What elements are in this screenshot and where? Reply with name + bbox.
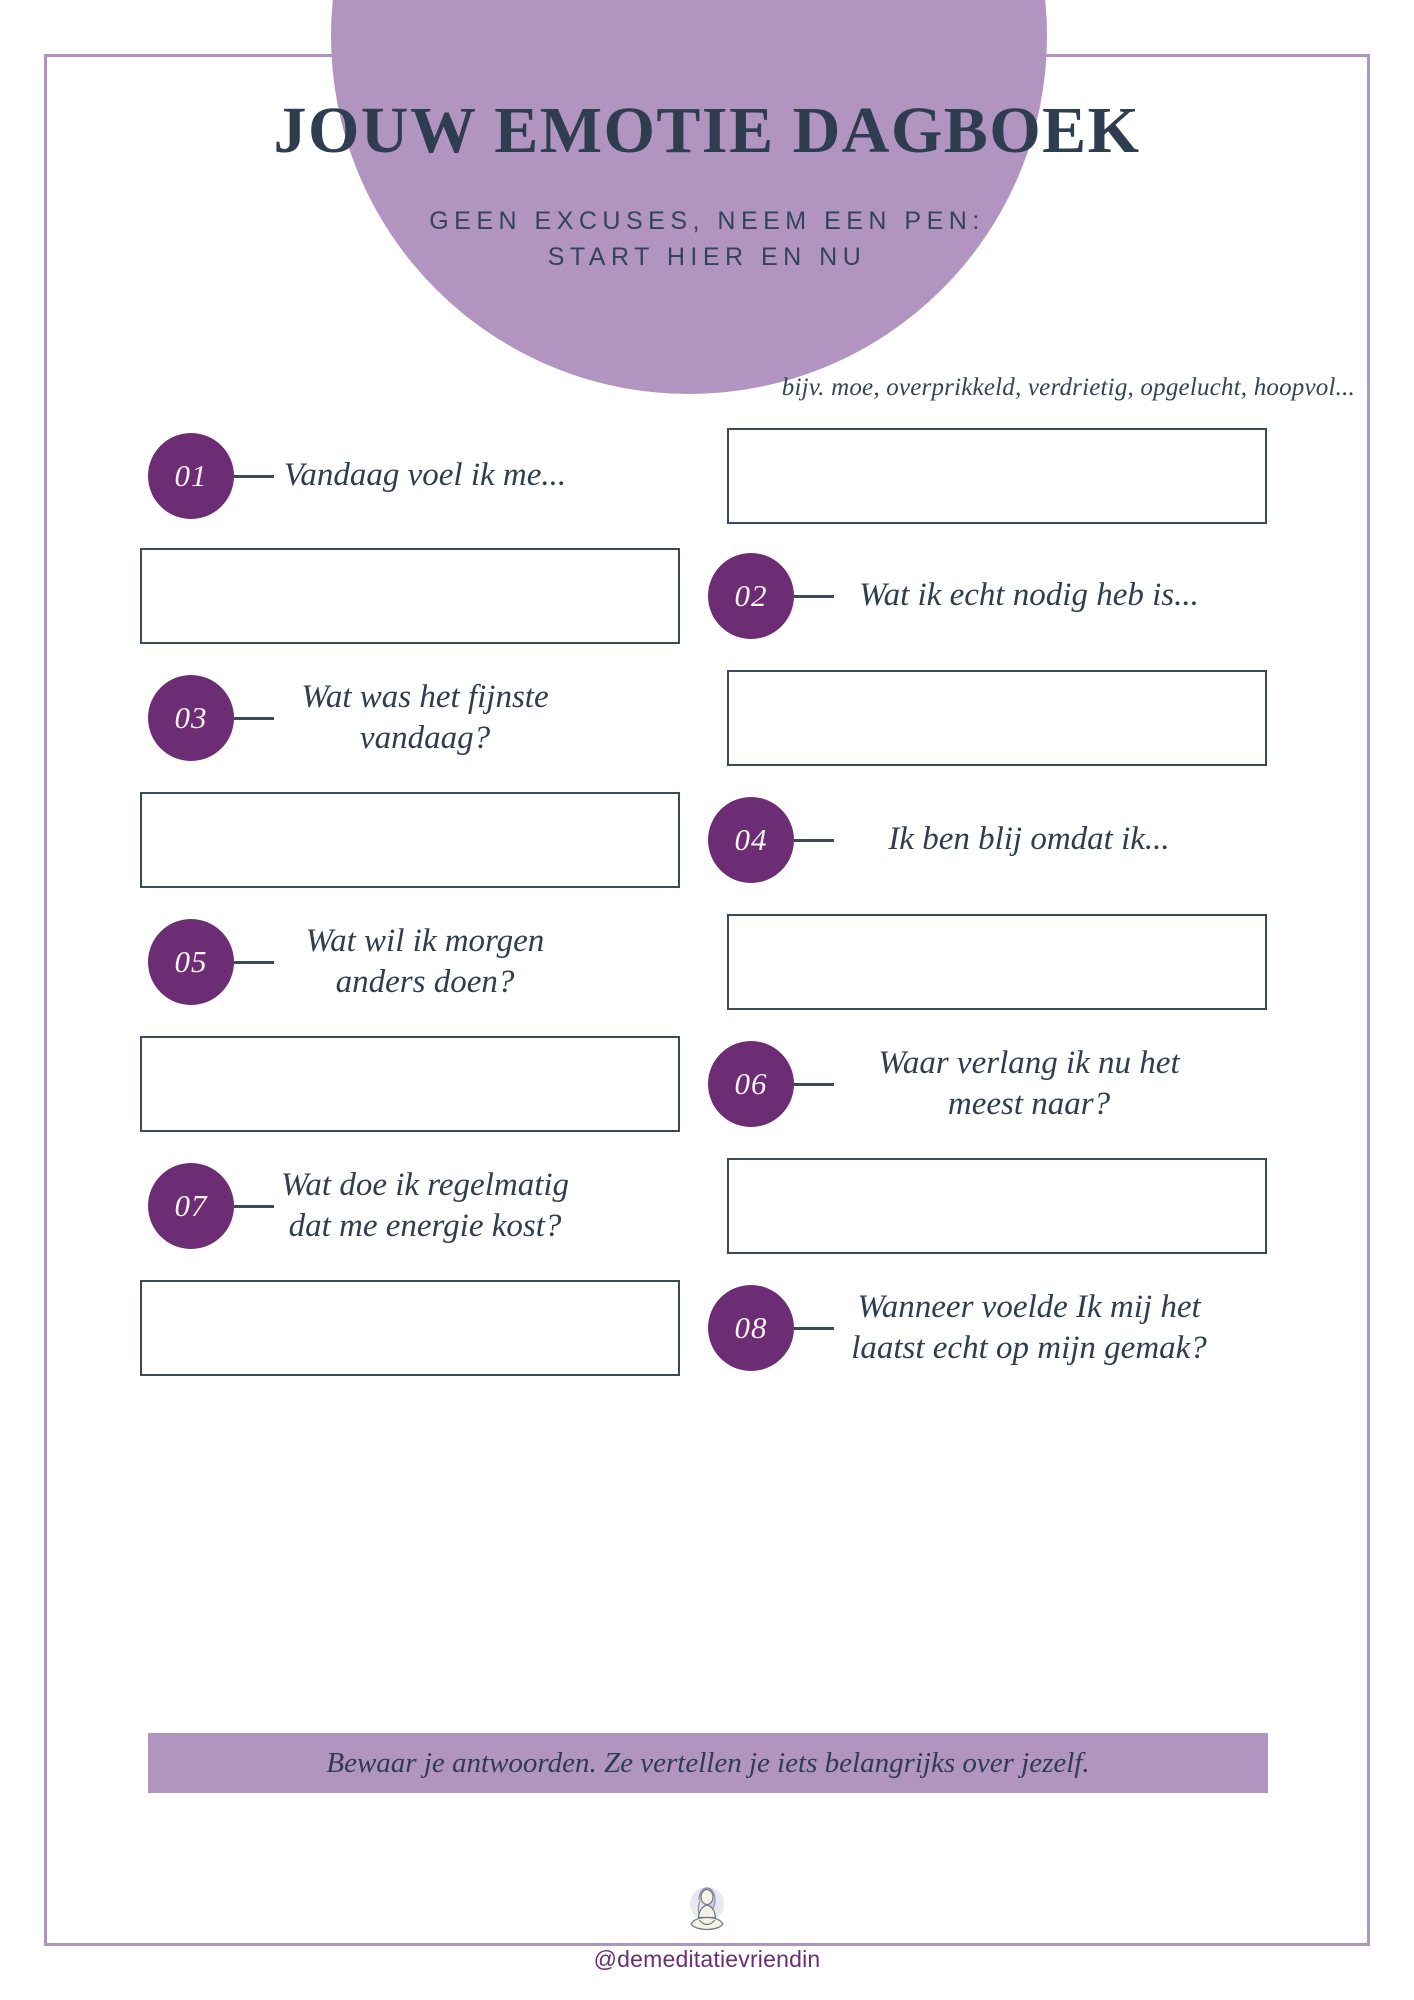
question-row-01: 01 Vandaag voel ik me... <box>0 406 1414 546</box>
question-number-02: 02 <box>734 578 768 613</box>
question-number-07: 07 <box>174 1188 208 1223</box>
question-label-06: Waar verlang ik nu het meest naar? <box>878 1044 1180 1122</box>
question-row-08: 08 Wanneer voelde Ik mij het laatst echt… <box>0 1258 1414 1398</box>
question-label-01: Vandaag voel ik me... <box>283 457 567 494</box>
question-row-06: 06 Waar verlang ik nu het meest naar? <box>0 1014 1414 1154</box>
connector-dash-06 <box>794 1082 834 1086</box>
answer-input-04[interactable] <box>140 792 680 888</box>
subtitle-line-2: START HIER EN NU <box>547 242 867 271</box>
question-label-03: Wat was het fijnste vandaag? <box>301 678 549 756</box>
connector-dash-02 <box>794 594 834 598</box>
instagram-handle[interactable]: @demeditatievriendin <box>593 1946 821 1972</box>
question-number-03: 03 <box>174 700 208 735</box>
question-number-08: 08 <box>734 1310 768 1345</box>
question-label-02: Wat ik echt nodig heb is... <box>859 577 1199 614</box>
connector-dash-05 <box>234 960 274 964</box>
connector-dash-07 <box>234 1204 274 1208</box>
question-number-group-05: 05 <box>148 892 274 1032</box>
question-number-group-04: 04 <box>708 770 834 910</box>
footer: @demeditatievriendin <box>0 1880 1414 1973</box>
page-subtitle: GEEN EXCUSES, NEEM EEN PEN: START HIER E… <box>0 204 1414 275</box>
question-row-04: 04 Ik ben blij omdat ik... <box>0 770 1414 910</box>
answer-input-01[interactable] <box>727 428 1267 524</box>
question-number-group-02: 02 <box>708 526 834 666</box>
connector-dash-08 <box>794 1326 834 1330</box>
answer-input-07[interactable] <box>727 1158 1267 1254</box>
answer-input-06[interactable] <box>140 1036 680 1132</box>
question-number-badge-07: 07 <box>148 1163 234 1249</box>
question-number-badge-04: 04 <box>708 797 794 883</box>
question-row-02: 02 Wat ik echt nodig heb is... <box>0 526 1414 666</box>
question-label-08: Wanneer voelde Ik mij het laatst echt op… <box>851 1288 1207 1366</box>
answer-input-03[interactable] <box>727 670 1267 766</box>
question-number-badge-05: 05 <box>148 919 234 1005</box>
question-row-07: 07 Wat doe ik regelmatig dat me energie … <box>0 1136 1414 1276</box>
subtitle-line-1: GEEN EXCUSES, NEEM EEN PEN: <box>429 207 985 235</box>
answer-input-08[interactable] <box>140 1280 680 1376</box>
question-number-group-01: 01 <box>148 406 274 546</box>
closing-banner: Bewaar je antwoorden. Ze vertellen je ie… <box>148 1733 1268 1793</box>
question-number-group-07: 07 <box>148 1136 274 1276</box>
question-number-badge-08: 08 <box>708 1285 794 1371</box>
connector-dash-04 <box>794 838 834 842</box>
page-title: JOUW EMOTIE DAGBOEK <box>273 94 1141 167</box>
question-number-group-03: 03 <box>148 648 274 788</box>
answer-input-02[interactable] <box>140 548 680 644</box>
question-number-badge-01: 01 <box>148 433 234 519</box>
question-number-badge-03: 03 <box>148 675 234 761</box>
question-row-05: 05 Wat wil ik morgen anders doen? <box>0 892 1414 1032</box>
question-number-badge-02: 02 <box>708 553 794 639</box>
connector-dash-03 <box>234 716 274 720</box>
connector-dash-01 <box>234 474 274 478</box>
hint-text: bijv. moe, overprikkeld, verdrietig, opg… <box>781 374 1355 401</box>
answer-input-05[interactable] <box>727 914 1267 1010</box>
question-label-04: Ik ben blij omdat ik... <box>888 821 1170 858</box>
question-number-06: 06 <box>734 1066 768 1101</box>
question-label-05: Wat wil ik morgen anders doen? <box>305 922 545 1000</box>
question-number-badge-06: 06 <box>708 1041 794 1127</box>
question-number-05: 05 <box>174 944 208 979</box>
question-number-group-08: 08 <box>708 1258 834 1398</box>
question-number-04: 04 <box>734 822 768 857</box>
question-row-03: 03 Wat was het fijnste vandaag? <box>0 648 1414 788</box>
question-number-01: 01 <box>174 458 208 493</box>
question-number-group-06: 06 <box>708 1014 834 1154</box>
question-label-07: Wat doe ik regelmatig dat me energie kos… <box>280 1166 570 1244</box>
meditating-person-icon <box>690 1887 724 1931</box>
